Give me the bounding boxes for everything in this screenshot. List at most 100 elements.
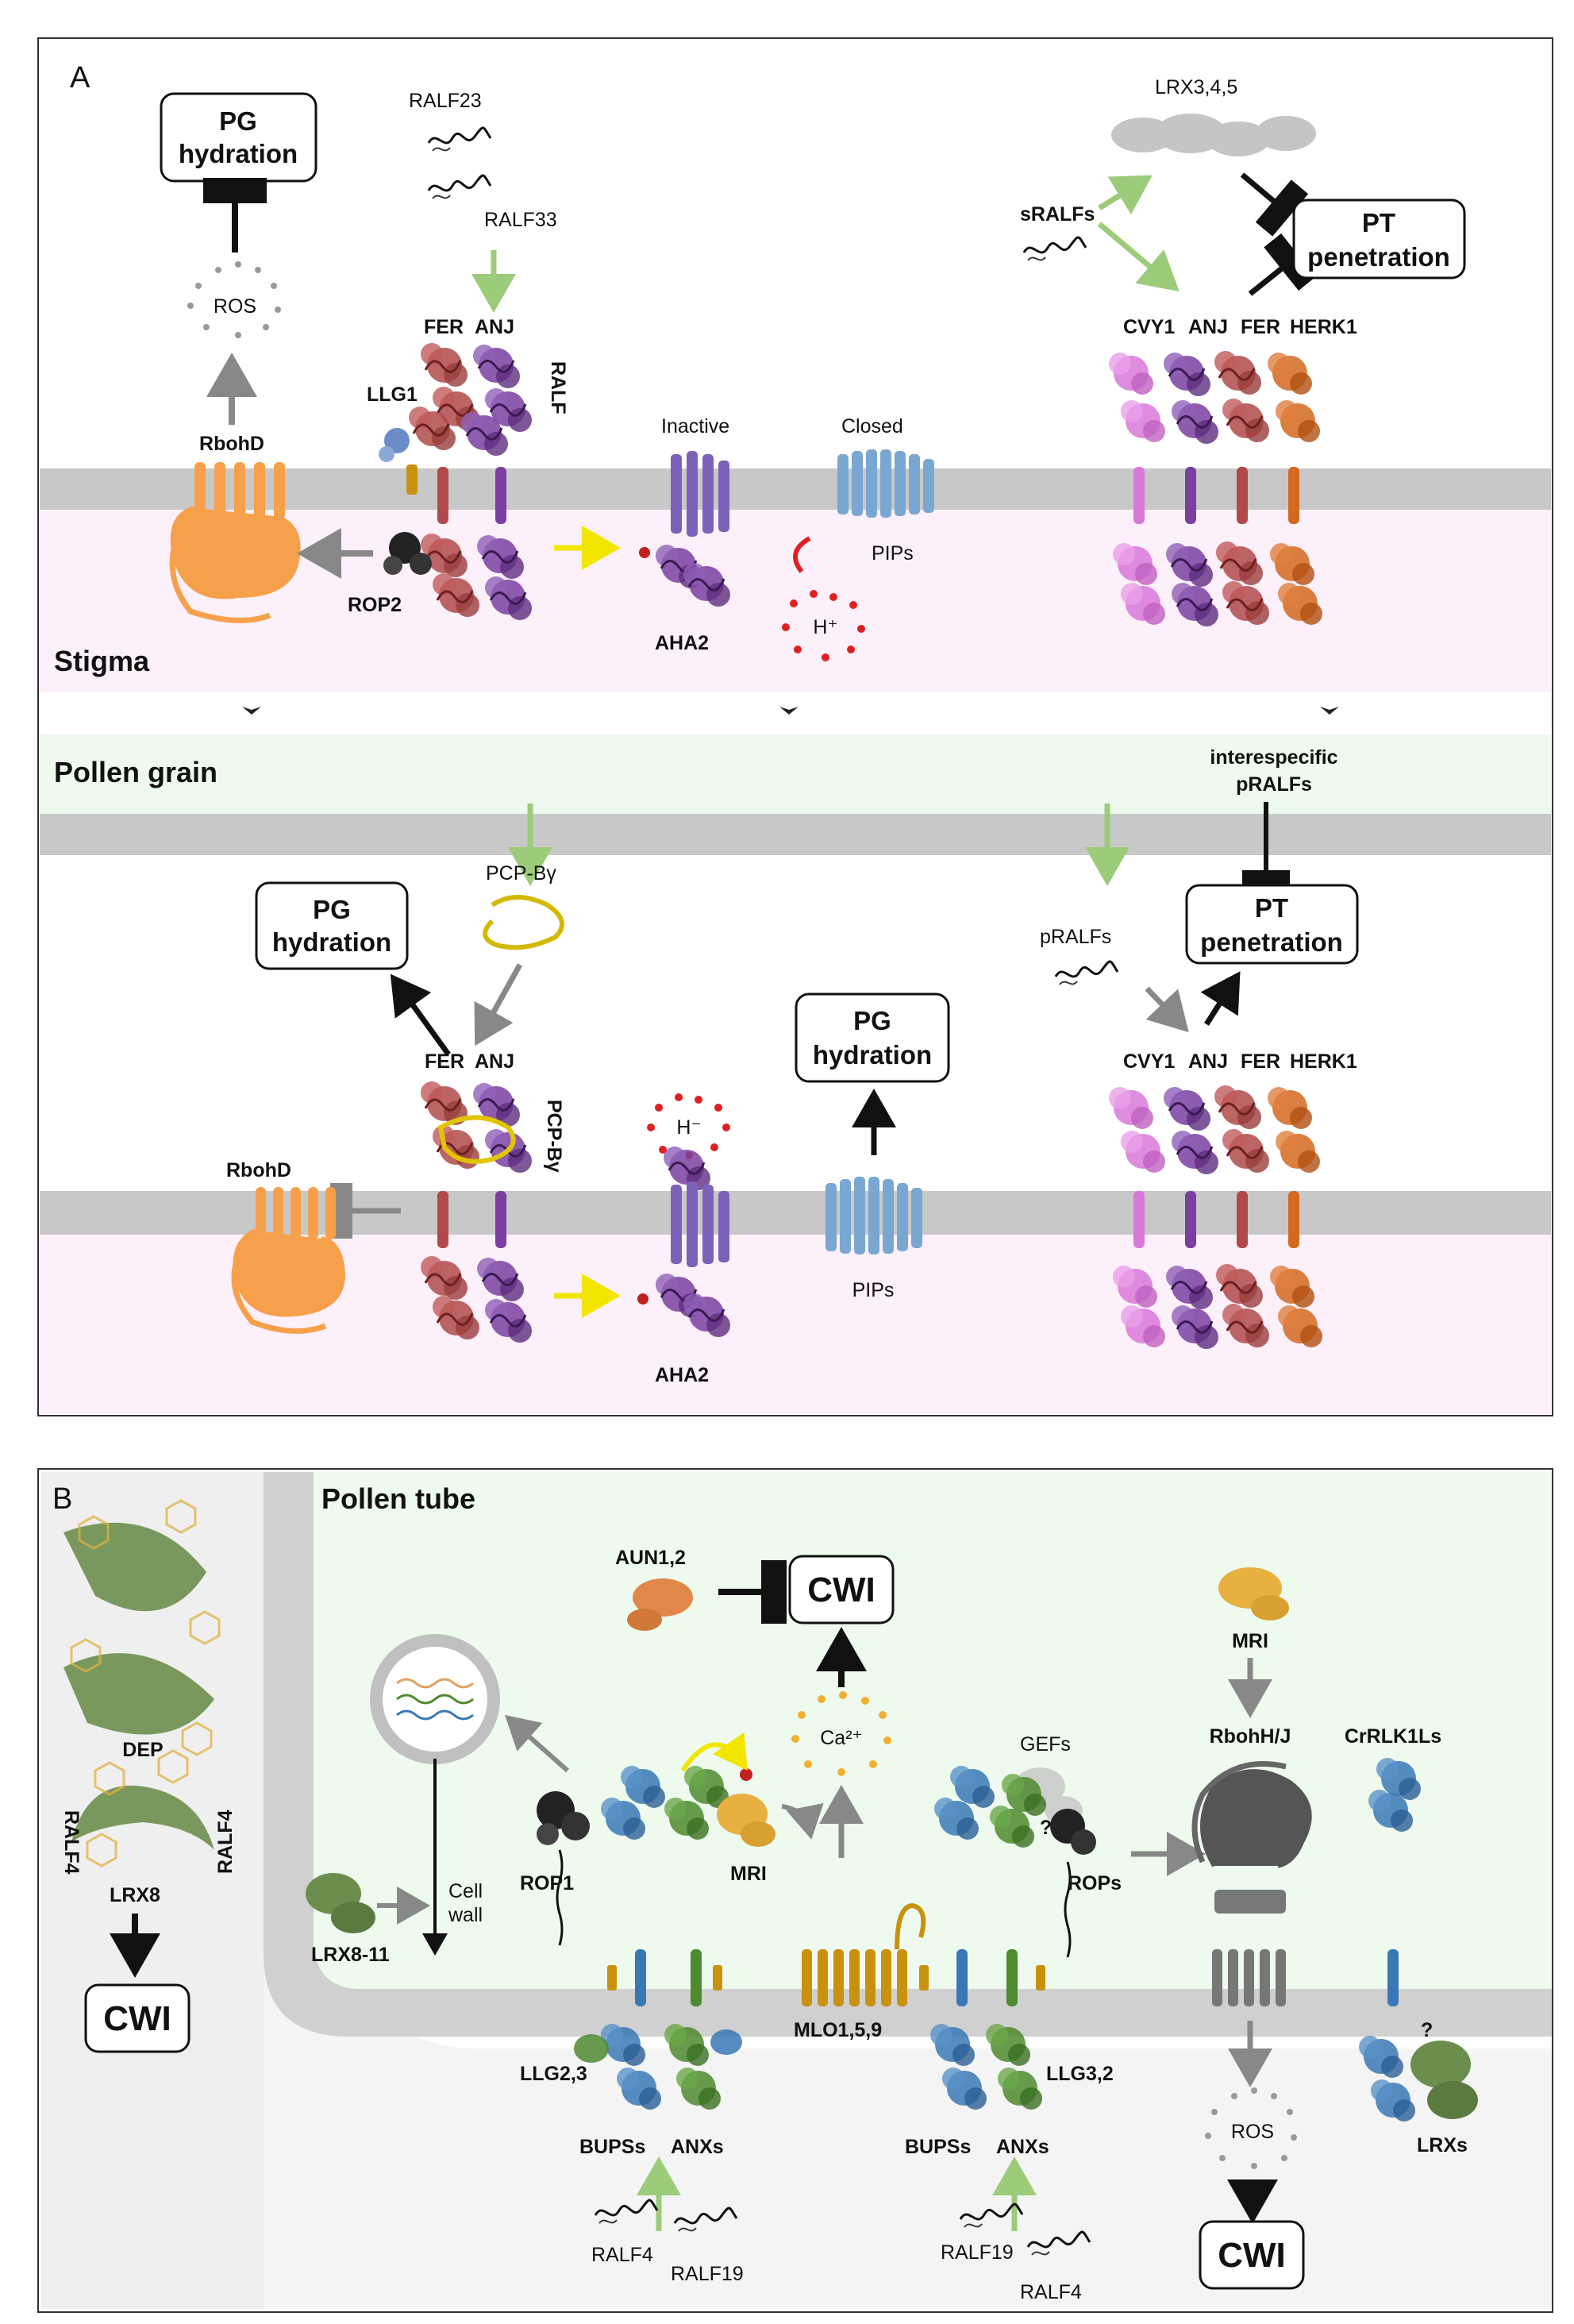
llg-anchor (1036, 1965, 1045, 1991)
receptor-to-pt-arrow (1200, 971, 1241, 1026)
aha2-pump-stigma (639, 451, 732, 608)
aha2-label-stigma: AHA2 (655, 632, 709, 654)
lrx345-protein (1111, 114, 1316, 156)
stigma-label: Stigma (54, 645, 150, 677)
chevron-down-icon (242, 707, 261, 715)
mlo-label: MLO1,5,9 (794, 2019, 882, 2041)
gefs-label: GEFs (1020, 1733, 1071, 1756)
lrx345-label: LRX3,4,5 (1155, 76, 1237, 98)
pollen-grain-exterior (40, 734, 1551, 814)
panel-b-label: B (52, 1482, 72, 1516)
pg-hydration-text: PG (219, 106, 257, 136)
pollen-tube-label: Pollen tube (321, 1482, 475, 1515)
aun12-phosphatase (627, 1578, 693, 1631)
llg1-label: LLG1 (367, 383, 418, 406)
dep-label: DEP (122, 1739, 163, 1761)
rops-anchor (1064, 1861, 1072, 1958)
pips-aquaporin-stigma (837, 449, 934, 518)
pcp-by-peptide (483, 895, 564, 950)
interspecific-label: pRALFs (1236, 773, 1312, 796)
pt-penetration-box-stigma (1292, 198, 1466, 279)
rbohd-label-pollen: RbohD (226, 1159, 291, 1181)
cvy1-label-pollen: CVY1 (1123, 1050, 1175, 1073)
anj-label-pollen: ANJ (475, 1050, 514, 1073)
bupss-anxs-ectodomains-left (574, 2024, 742, 2110)
chevron-down-icon (779, 707, 799, 715)
panel-a-label: A (70, 61, 90, 94)
pcp-to-fer-arrow (474, 963, 523, 1046)
mri-kinase-top (1218, 1567, 1289, 1621)
cwi-text-top: CWI (807, 1571, 876, 1609)
lrx8-11-protein (306, 1873, 375, 1933)
pollen-membrane (40, 1191, 1551, 1235)
sralfs-label: sRALFs (1020, 203, 1095, 225)
pt-penetration-text: penetration (1307, 242, 1450, 272)
llg32-label: LLG3,2 (1046, 2063, 1114, 2085)
question-mark-gefs: ? (1040, 1817, 1052, 1839)
bupss-label-right: BUPSs (905, 2136, 971, 2158)
rop2-protein (383, 532, 432, 575)
bupss-tm-left (635, 1949, 646, 2006)
anj-label-pollen-right: ANJ (1188, 1050, 1228, 1073)
proton-cloud-stigma (782, 590, 865, 661)
anj-label-stigma-right: ANJ (1188, 316, 1228, 338)
llg-anchor (607, 1965, 617, 1991)
ralf33-label: RALF33 (484, 209, 557, 231)
cwi-box-left (84, 1983, 190, 2053)
mri-label-top: MRI (1232, 1630, 1268, 1652)
ralf-label-stigma: RALF (547, 361, 569, 414)
llg23-label: LLG2,3 (520, 2063, 587, 2085)
ralf4-label-right: RALF4 (214, 1809, 237, 1874)
cwi-box-right (1199, 2220, 1305, 2290)
ralf4-label-left: RALF4 (60, 1810, 83, 1875)
pt-penetration-text: penetration (1200, 927, 1343, 957)
ros-cloud (187, 261, 281, 338)
receptor-inhibits-pt-arrow (1248, 233, 1316, 296)
ralf19-label-bottom-right: RALF19 (941, 2241, 1014, 2264)
herk1-tm-pollen (1288, 1191, 1299, 1248)
anxs-tm-left (691, 1949, 702, 2006)
pips-aquaporin-pollen (825, 1177, 922, 1254)
crrlk1ls-tm (1387, 1949, 1399, 2006)
pips-label-pollen: PIPs (852, 1279, 895, 1301)
rop1-to-vesicle-arrow (505, 1715, 569, 1773)
ros-label-stigma: ROS (214, 295, 256, 318)
pg-hydration-text: hydration (813, 1040, 932, 1070)
cwi-text-left: CWI (103, 1999, 171, 2038)
ralf4-label-bottom-left: RALF4 (591, 2244, 653, 2266)
anj-tm-pollen-right (1185, 1191, 1196, 1248)
lrx8-ralf4-lattice (63, 1499, 221, 1867)
ros-cloud-tube (1205, 2087, 1297, 2169)
bupss-tm-right (956, 1949, 968, 2006)
cvy1-tm-stigma (1133, 467, 1145, 524)
fer-label-pollen: FER (425, 1050, 464, 1073)
pollen-grain-label: Pollen grain (54, 756, 217, 788)
fer-tm-stigma-right (1237, 467, 1248, 524)
cell-wall-label: Cell (448, 1880, 483, 1902)
rop1-gtpase (537, 1791, 590, 1845)
inactive-label: Inactive (661, 415, 729, 437)
anj-label-stigma: ANJ (475, 316, 514, 338)
herk1-label-stigma: HERK1 (1290, 316, 1357, 338)
sralfs-to-lrx-arrow (1098, 175, 1153, 215)
pralfs-label: pRALFs (1040, 926, 1111, 948)
anxs-tm-right (1006, 1949, 1018, 2006)
cvy1-label-stigma: CVY1 (1123, 316, 1175, 338)
lrx-inhibits-pt-arrow (1240, 172, 1309, 237)
pg-hydration-text: PG (313, 895, 351, 924)
chevron-down-icon (1320, 707, 1339, 715)
fer-label-pollen-right: FER (1241, 1050, 1280, 1073)
pips-label-stigma: PIPs (872, 542, 914, 565)
bupss-label-left: BUPSs (579, 2136, 645, 2158)
mri-to-mlo-arrow (781, 1802, 824, 1840)
cell-wall-label: wall (448, 1904, 483, 1926)
mri-label-membrane: MRI (730, 1863, 767, 1885)
llg-anchor (713, 1965, 722, 1991)
aha2-label-pollen: AHA2 (655, 1364, 709, 1386)
herk1-tm-stigma (1288, 467, 1299, 524)
cwi-text-right: CWI (1218, 2236, 1286, 2275)
anj-tm-stigma-right (1185, 467, 1196, 524)
fer-tm-stigma (437, 467, 448, 524)
rop1-anchor (556, 1849, 564, 1946)
ralf23-label: RALF23 (409, 90, 482, 112)
